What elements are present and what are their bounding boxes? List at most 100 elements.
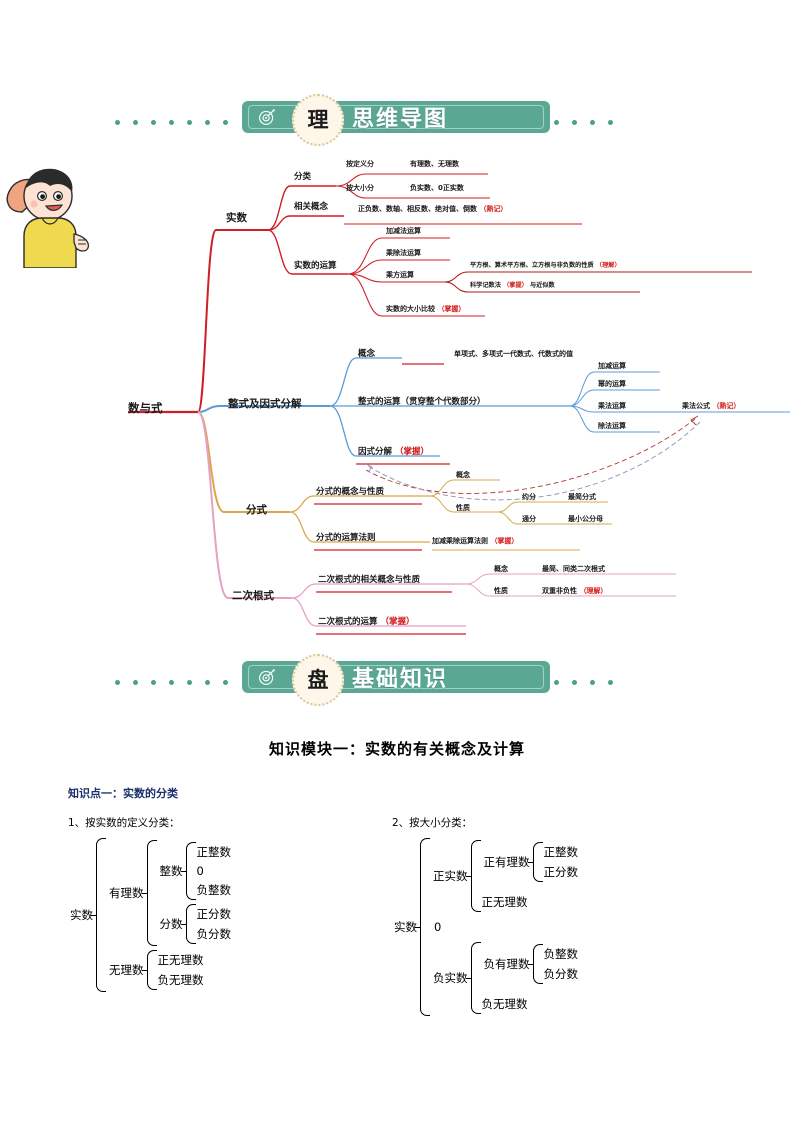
detail-text-b: 与近似数: [530, 282, 555, 289]
node-tongfen: 通分: [522, 515, 536, 523]
left-brace-tree: 实数 有理数 整数 正整数: [68, 838, 231, 992]
brace: [146, 840, 157, 946]
leaf: 正整数: [543, 845, 579, 859]
detail-text: 正负数、数轴、相反数、绝对值、倒数: [358, 205, 477, 213]
node-fenshi-yunsuan-detail: 加减乘除运算法则 （掌握）: [432, 538, 518, 545]
leaves: 正无理数 负无理数: [158, 950, 204, 990]
node-an-daxiao-fen-detail: 负实数、0正实数: [410, 184, 464, 192]
bottom-banner: 盘 基础知识: [0, 654, 794, 706]
bottom-banner-emblem: 盘: [292, 654, 344, 706]
mindmap-root-label: 数与式: [128, 401, 163, 415]
node-pingfanggen-detail: 平方根、算术平方根、立方根与非负数的性质 （理解）: [470, 262, 621, 269]
brace: [185, 904, 196, 944]
node-erci-xingzhi: 性质: [494, 587, 508, 595]
detail-text: 乘法公式: [682, 402, 710, 410]
document-body: 知识模块一：实数的有关概念及计算 知识点一：实数的分类 1、按实数的定义分类： …: [0, 720, 794, 1065]
leaf: 负分数: [543, 967, 579, 981]
target-icon: [259, 109, 275, 125]
leaf: 负分数: [196, 927, 232, 941]
node-xiangguan-gainian: 相关概念: [294, 202, 329, 212]
detail-text-a: 科学记数法: [470, 282, 501, 289]
detail-text: 二次根式的运算: [318, 617, 378, 627]
leaf: 正整数: [196, 845, 232, 859]
node-shishu-daxiao-bijiao: 实数的大小比较 （掌握）: [386, 306, 465, 313]
right-root-label: 实数: [394, 920, 417, 934]
brace: [185, 842, 196, 900]
leaf: 正无理数: [157, 953, 204, 967]
knowledge-point-heading: 知识点一：实数的分类: [68, 787, 178, 800]
subgroups: 正有理数 正整数 正分数 正无理数: [482, 840, 579, 912]
left-classification: 1、按实数的定义分类： 实数 有理数 整数: [68, 815, 231, 992]
node-zhengshi-gainian: 概念: [358, 349, 376, 359]
tag-lijie: （理解）: [595, 262, 621, 269]
brace: [146, 950, 157, 990]
bottom-banner-emblem-char: 盘: [307, 667, 329, 692]
right-groups: 正实数 正有理数 正整数 正分数: [431, 838, 578, 1016]
leaf: 0: [196, 864, 204, 878]
leaves: 正分数 负分数: [197, 904, 232, 944]
classification-columns: 1、按实数的定义分类： 实数 有理数 整数: [0, 815, 794, 1065]
brace: [532, 944, 543, 984]
group-label: 负实数: [433, 971, 468, 985]
module-title: 知识模块一：实数的有关概念及计算: [268, 740, 525, 758]
node-fenshi-gainian: 概念: [456, 471, 470, 479]
group-fushishu: 负实数 负有理数 负整数 负分数: [431, 940, 578, 1016]
bottom-banner-title: 基础知识: [352, 667, 449, 692]
node-mi-de-yunsuan: 幂的运算: [598, 380, 626, 388]
leaf: 负整数: [196, 883, 232, 897]
node-kexue-jishufa: 科学记数法 （掌握） 与近似数: [470, 282, 555, 289]
tag-zhangwo: （掌握）: [503, 282, 528, 289]
detail-text: 因式分解: [358, 447, 393, 457]
leaf: 正分数: [543, 865, 579, 879]
node-fenshi-xingzhi: 性质: [456, 504, 470, 512]
tag-zhangwo: （掌握）: [490, 537, 519, 545]
node-fenshi-yunsuan-fagze: 分式的运算法则: [316, 533, 376, 543]
node-zhengshi-yunsuan: 整式的运算（贯穿整个代数部分）: [358, 397, 486, 407]
leaf: 负整数: [543, 947, 579, 961]
mindmap: 数与式 实数 分类 按定义分 有理数、无理数 按大小分 负实数、0正实数 相关概…: [0, 150, 794, 660]
node-shishu-yunsuan: 实数的运算: [294, 261, 337, 271]
node-chengfa-yunsuan: 乘法运算: [598, 402, 626, 410]
node-xiangguan-gainian-detail: 正负数、数轴、相反数、绝对值、倒数 （熟记）: [358, 206, 507, 213]
top-banner-title: 思维导图: [352, 107, 449, 132]
node-an-daxiao-fen: 按大小分: [346, 184, 374, 192]
leaf: 正分数: [196, 907, 232, 921]
left-heading: 1、按实数的定义分类：: [68, 817, 180, 829]
brace: [470, 840, 481, 912]
node-chufa-yunsuan: 除法运算: [598, 422, 626, 430]
subgroup-label: 负有理数: [483, 957, 530, 971]
left-groups: 有理数 整数 正整数 0 负整数: [107, 838, 231, 992]
subgroup-label: 正有理数: [483, 855, 530, 869]
detail-text: 加减乘除运算法则: [432, 537, 488, 545]
brace: [420, 838, 430, 1016]
group-label: 无理数: [109, 963, 144, 977]
group-label: 有理数: [109, 886, 144, 900]
node-jiajian: 加减运算: [598, 362, 626, 370]
leaves: 正整数 0 负整数: [197, 842, 232, 900]
subgroup-label: 分数: [159, 917, 183, 931]
right-brace-tree: 实数 正实数 正有理数 正整: [392, 838, 578, 1016]
group-zero: 0: [434, 920, 442, 934]
node-tongfen-detail: 最小公分母: [568, 515, 603, 523]
tag-lijie: （理解）: [579, 587, 608, 595]
node-erci-gainian: 概念: [494, 565, 508, 573]
group-youlishu: 有理数 整数 正整数 0 负整数: [107, 838, 231, 948]
brace: [96, 838, 106, 992]
brace: [532, 842, 543, 882]
left-root-label: 实数: [70, 908, 93, 922]
mindmap-connectors: [128, 173, 790, 635]
target-icon: [259, 669, 275, 685]
node-zhengshi: 整式及因式分解: [228, 398, 302, 410]
leaf: 负无理数: [157, 973, 204, 987]
group-label: 正实数: [433, 869, 468, 883]
banner-dots-left: [115, 120, 228, 125]
node-shishu: 实数: [226, 212, 247, 224]
right-classification: 2、按大小分类： 实数 正实数 正有理数: [392, 815, 578, 1016]
tag-shuji: （熟记）: [712, 402, 741, 410]
cartoon-boy-illustration: [6, 168, 90, 268]
subgroup-fenshu: 分数 正分数 负分数: [158, 902, 232, 946]
banner-dots-left: [115, 680, 228, 685]
node-chengfang-yunsuan: 乘方运算: [386, 271, 414, 279]
node-fenshi-gainian-xingzhi: 分式的概念与性质: [316, 487, 385, 497]
